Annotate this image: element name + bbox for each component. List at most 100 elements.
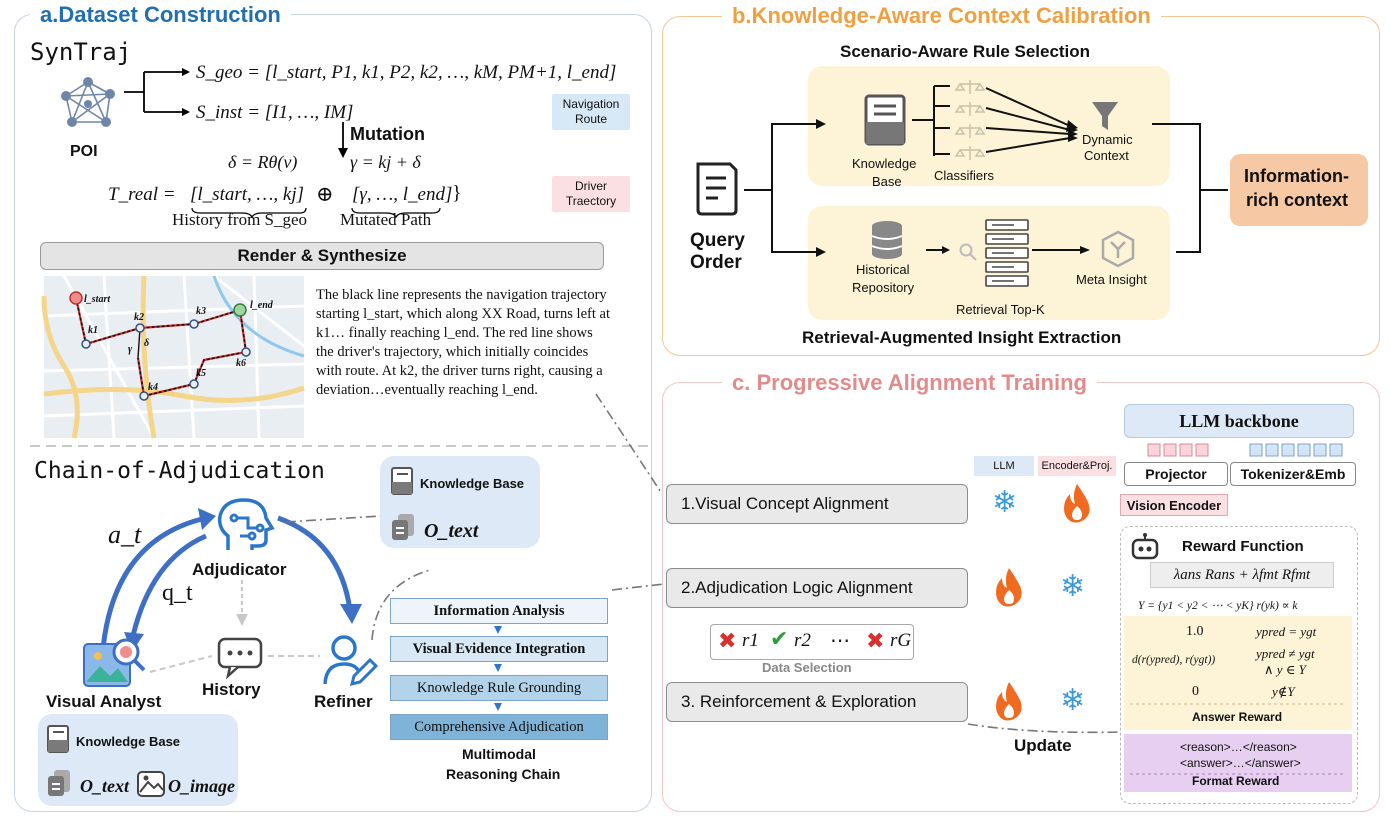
map-label-k5: k5 — [196, 368, 206, 379]
snowflake-icon: ❄ — [1060, 570, 1086, 603]
stage-reinforcement: 3. Reinforcement & Exploration — [666, 682, 968, 722]
cross-icon: ✖ — [718, 628, 737, 653]
branch-arrows — [124, 68, 190, 116]
projector-box: Projector — [1124, 462, 1228, 486]
reward-title: Reward Function — [1182, 538, 1304, 555]
ellipsis-label: ⋯ — [830, 630, 850, 652]
poi-graph-icon — [61, 77, 115, 127]
ans-row2-val: d(r(ypred), r(ygt)) — [1132, 654, 1216, 666]
syntraj-heading: SynTraj — [30, 38, 132, 66]
update-line — [967, 723, 1125, 734]
map-label-lstart: l_start — [84, 294, 111, 305]
r1-label: r1 — [742, 630, 759, 651]
doc-stack-icon — [48, 770, 70, 796]
answer-reward-box — [1124, 616, 1352, 730]
retrieval-list-icon — [985, 219, 1029, 287]
chain-step-arrows — [494, 626, 502, 711]
o-image: O_image — [168, 776, 235, 796]
o-text-top: O_text — [424, 520, 479, 542]
historical-label: Historical — [856, 262, 910, 277]
ans-row1-val: 1.0 — [1186, 624, 1204, 639]
navigation-route-tag: Navigation Route — [552, 94, 630, 130]
col-enc-tag: Encoder&Proj. — [1038, 456, 1116, 476]
map-label-k2: k2 — [134, 312, 144, 323]
adjudicator-label: Adjudicator — [192, 560, 287, 579]
s-inst-equation: S_inst = [I1, …, IM] — [196, 102, 354, 123]
data-selection-label: Data Selection — [762, 660, 852, 675]
token-squares — [1147, 443, 1343, 457]
doc-stack-icon — [392, 514, 414, 540]
funnel-icon — [1092, 102, 1118, 130]
image-icon — [137, 771, 165, 797]
mutated-path-label: Mutated Path — [340, 210, 432, 229]
chain-heading: Chain-of-Adjudication — [34, 458, 325, 484]
kb-top-label: Knowledge Base — [420, 476, 525, 491]
mutation-label: Mutation — [350, 124, 425, 144]
scenario-rule-label: Scenario-Aware Rule Selection — [840, 42, 1091, 61]
snowflake-icon: ❄ — [1060, 684, 1086, 717]
ans-row2-cond-2: ∧ y ∈ Y — [1264, 662, 1306, 677]
t-real-mutated: [γ, …, l_end] — [352, 184, 453, 205]
fire-icon — [996, 568, 1022, 607]
render-synthesize-button[interactable]: Render & Synthesize — [40, 242, 604, 270]
classifier-icons — [954, 80, 986, 160]
meta-insight-label: Meta Insight — [1076, 272, 1147, 287]
information-rich-context-box — [1230, 154, 1368, 226]
check-icon: ✔ — [770, 626, 789, 651]
panel-b-title: b.Knowledge-Aware Context Calibration — [722, 3, 1161, 29]
chain-label-2: Reasoning Chain — [446, 766, 561, 782]
poi-label: POI — [70, 143, 98, 160]
map-label-k6: k6 — [236, 358, 246, 369]
kb-bottom-label: Knowledge Base — [76, 734, 181, 749]
panel-c-title: c. Progressive Alignment Training — [722, 370, 1097, 396]
gamma-equation: γ = kj + δ — [350, 152, 421, 172]
format-reward-box — [1124, 734, 1352, 792]
fire-icon — [996, 682, 1022, 721]
adjudicator-icon — [217, 498, 275, 550]
data-selection-box — [710, 624, 914, 660]
history-label: History — [202, 680, 261, 699]
history-from-label: History from S_geo — [172, 210, 308, 229]
o-text-bottom: O_text — [80, 776, 129, 796]
retrieval-topk-label: Retrieval Top-K — [956, 302, 1045, 317]
map-label-delta: δ — [144, 338, 149, 349]
format-reward-label: Format Reward — [1192, 774, 1280, 788]
chain-label-1: Multimodal — [462, 746, 536, 762]
map-label-k3: k3 — [196, 306, 206, 317]
repository-label: Repository — [852, 280, 915, 295]
s-geo-equation: S_geo = [l_start, P1, k1, P2, k2, …, kM,… — [196, 62, 617, 83]
format-line-1: <reason>…</reason> — [1180, 740, 1297, 754]
query-label: Query — [690, 230, 745, 251]
visual-analyst-label: Visual Analyst — [46, 692, 162, 711]
mutation-arrow — [338, 122, 348, 158]
tokenizer-box: Tokenizer&Emb — [1230, 462, 1356, 486]
step-comprehensive-adjudication: Comprehensive Adjudication — [390, 714, 608, 740]
map-label-k1: k1 — [88, 325, 98, 336]
dynamic-label-1: Dynamic — [1082, 132, 1133, 147]
book-icon — [47, 725, 69, 753]
stage-visual-concept: 1.Visual Concept Alignment — [666, 484, 968, 524]
llm-backbone-box: LLM backbone — [1124, 404, 1354, 438]
ans-row1-cond: ypred = ygt — [1256, 624, 1317, 639]
reward-formula: λans Rans + λfmt Rfmt — [1150, 562, 1334, 588]
kb-label-1: Knowledge — [852, 156, 917, 171]
t-real-lhs: T_real = — [108, 184, 176, 205]
map-label-gamma: γ — [128, 344, 133, 355]
order-label: Order — [690, 252, 742, 273]
history-icon — [217, 637, 263, 680]
ans-row3-cond: y∉Y — [1272, 684, 1295, 699]
answer-divider — [1130, 703, 1346, 705]
format-divider — [1130, 773, 1346, 775]
info-label-2: rich context — [1246, 190, 1349, 210]
dynamic-label-2: Context — [1084, 148, 1129, 163]
refiner-label: Refiner — [314, 692, 373, 711]
answer-reward-label: Answer Reward — [1192, 710, 1283, 724]
trajectory-map: l_start l_end k1 k2 k3 k4 k5 k6 γ δ — [41, 274, 305, 439]
map-label-lend: l_end — [250, 300, 274, 311]
t-real-oplus: ⊕ — [316, 182, 334, 206]
database-icon — [871, 221, 903, 259]
step-visual-evidence: Visual Evidence Integration — [390, 636, 608, 662]
fire-icon — [1064, 484, 1090, 523]
